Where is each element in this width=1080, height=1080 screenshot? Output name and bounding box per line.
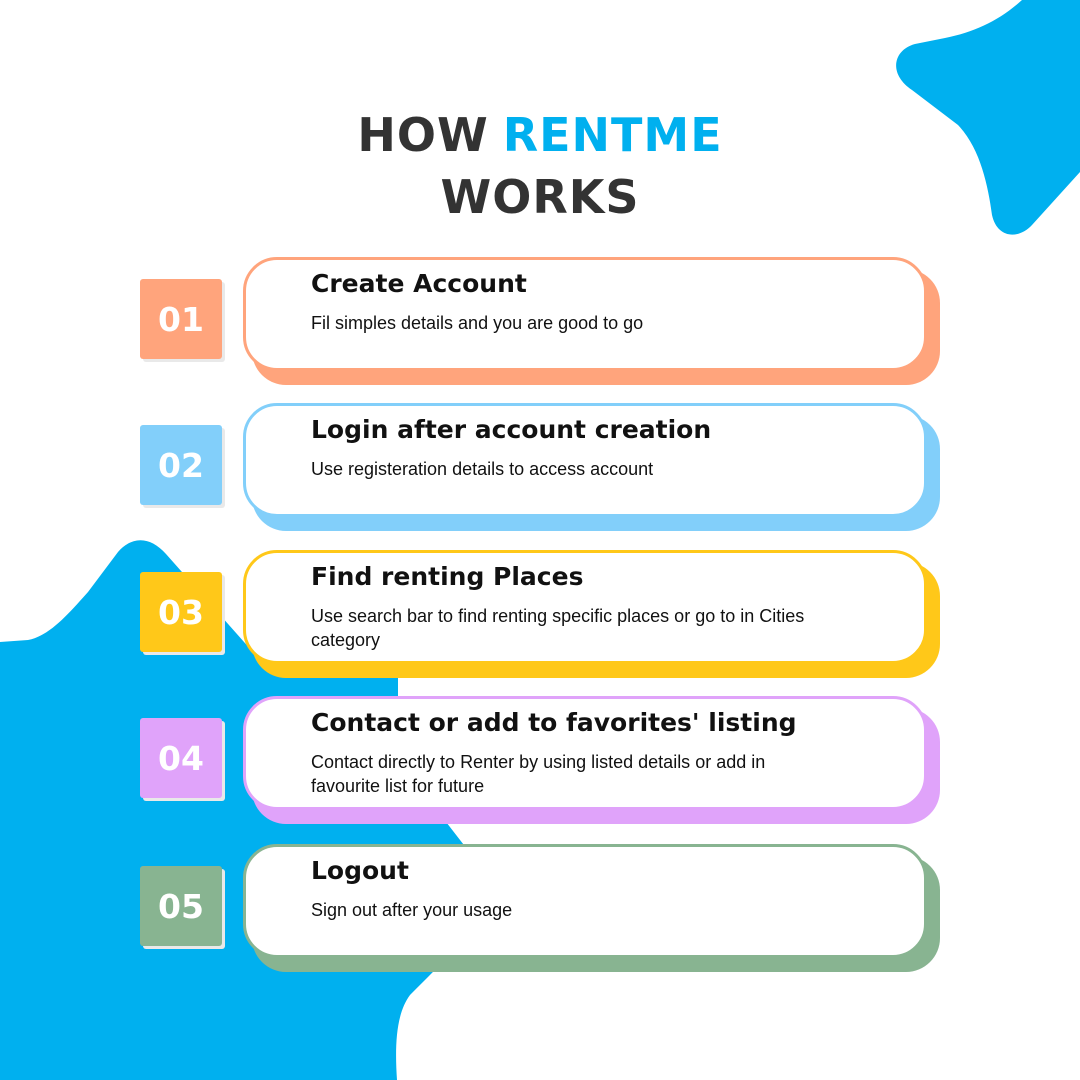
step-description: Use search bar to find renting specific …: [311, 606, 805, 650]
step-number-badge: 05: [140, 866, 222, 946]
step-title: Contact or add to favorites' listing: [311, 708, 797, 737]
step-card: [243, 844, 927, 958]
step-card: [243, 257, 927, 371]
step-description: Fil simples details and you are good to …: [311, 313, 644, 333]
step-card: [243, 403, 927, 517]
step-description: Sign out after your usage: [311, 900, 513, 920]
step-5: 05 Logout Sign out after your usage: [0, 844, 1080, 974]
page-title-line-2: WORKS: [440, 170, 640, 224]
step-description: Contact directly to Renter by using list…: [311, 752, 766, 796]
step-4: 04 Contact or add to favorites' listing …: [0, 696, 1080, 826]
step-number-badge: 02: [140, 425, 222, 505]
title-brand: RENTME: [502, 108, 723, 162]
step-number-badge: 01: [140, 279, 222, 359]
step-title: Logout: [311, 856, 409, 885]
step-description: Use registeration details to access acco…: [311, 459, 654, 479]
step-2: 02 Login after account creation Use regi…: [0, 403, 1080, 533]
step-card: [243, 696, 927, 810]
step-number-badge: 04: [140, 718, 222, 798]
title-how: HOW: [357, 108, 489, 162]
step-3: 03 Find renting Places Use search bar to…: [0, 550, 1080, 680]
step-1: 01 Create Account Fil simples details an…: [0, 257, 1080, 387]
step-title: Find renting Places: [311, 562, 584, 591]
step-card: [243, 550, 927, 664]
step-title: Login after account creation: [311, 415, 712, 444]
step-title: Create Account: [311, 269, 527, 298]
step-number-badge: 03: [140, 572, 222, 652]
